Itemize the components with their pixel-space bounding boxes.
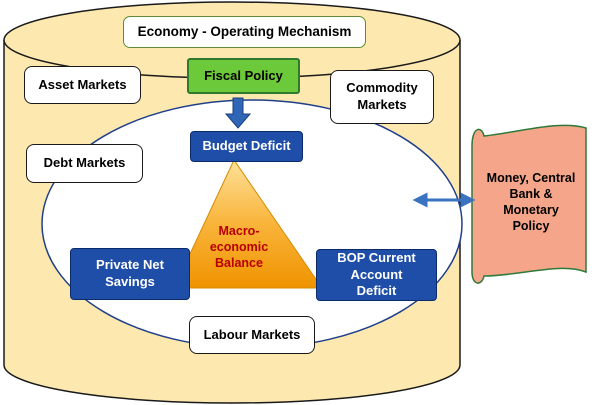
labour-markets-box: Labour Markets: [189, 316, 315, 354]
budget-deficit-box: Budget Deficit: [190, 131, 303, 162]
bop-current-account-box: BOP Current Account Deficit: [316, 249, 437, 301]
fiscal-policy-box: Fiscal Policy: [187, 58, 300, 94]
macro-triangle: [173, 158, 323, 289]
commodity-markets-box: Commodity Markets: [330, 70, 434, 124]
title-box: Economy - Operating Mechanism: [123, 16, 366, 48]
private-net-savings-box: Private Net Savings: [70, 248, 190, 300]
macro-balance-label: Macro- economic Balance: [209, 223, 269, 271]
down-arrow: [224, 97, 252, 129]
debt-markets-box: Debt Markets: [26, 144, 143, 183]
monetary-scroll: [471, 124, 587, 284]
asset-markets-box: Asset Markets: [24, 66, 141, 104]
monetary-policy-label: Money, Central Bank & Monetary Policy: [486, 171, 576, 233]
